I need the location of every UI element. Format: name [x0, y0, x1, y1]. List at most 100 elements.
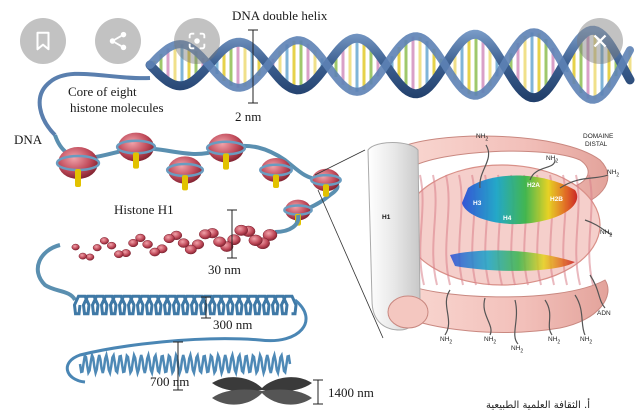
histone-h1-clip — [273, 174, 279, 188]
nucleosome — [58, 147, 98, 179]
label-nh2-7: NH2 — [511, 345, 524, 355]
helix-tail — [37, 71, 151, 137]
fiber-30nm-bead — [128, 239, 139, 248]
dna-stripe — [419, 174, 425, 286]
dna-stripe — [458, 174, 464, 286]
share-button[interactable] — [95, 18, 141, 64]
chromatid-lower — [212, 389, 312, 405]
label-thirty-nm: 30 nm — [208, 262, 241, 277]
nucleosome — [312, 168, 340, 192]
fiber-300nm-coil — [72, 294, 298, 316]
histone-h1-clip — [223, 153, 229, 170]
label-h3: H3 — [473, 200, 482, 207]
bookmark-icon — [36, 31, 50, 51]
seven-hundred-nm-fiber — [78, 341, 292, 391]
label-nh2-6: NH2 — [484, 336, 497, 346]
fiber-30nm-bead — [163, 234, 175, 244]
label-domaine: DOMAINE — [583, 133, 614, 140]
label-fourteen-hundred-nm: 1400 nm — [328, 385, 374, 400]
label-nh2-8: NH2 — [548, 336, 561, 346]
histone-tail — [559, 174, 609, 189]
label-nh2-3: NH2 — [607, 169, 620, 179]
histone-tail — [514, 299, 519, 345]
label-core-line1: Core of eight — [68, 84, 137, 99]
fiber-30nm-bead — [142, 240, 153, 249]
base-pair-rungs — [152, 30, 632, 100]
beads-on-string — [53, 132, 342, 226]
close-button[interactable] — [577, 18, 623, 64]
label-nh2-1: NH2 — [476, 133, 489, 143]
histone-h1-clip — [133, 152, 139, 169]
helix-strand-a — [145, 25, 635, 103]
histone-tail — [479, 144, 490, 189]
label-h2a: H2A — [527, 182, 541, 189]
histone-h1-group — [75, 152, 329, 226]
lens-button[interactable] — [174, 18, 220, 64]
histone-tail — [444, 289, 451, 336]
histone-h1-clip — [323, 184, 329, 197]
close-icon — [593, 34, 607, 48]
fiber-300nm-return — [66, 298, 308, 384]
fiber-30nm-tail — [274, 214, 301, 234]
label-histone-h1: Histone H1 — [114, 202, 174, 217]
bookmark-button[interactable] — [20, 18, 66, 64]
histone-color-band — [450, 250, 575, 271]
label-adn: ADN — [597, 310, 611, 317]
dna-stripe — [445, 174, 451, 286]
fiber-30nm-bead — [213, 236, 227, 247]
dna-stripe — [575, 174, 581, 286]
three-hundred-nm-bracket — [201, 296, 211, 319]
fiber-30nm-bead — [227, 234, 241, 246]
fiber-30nm-bead — [199, 229, 212, 240]
nucleosome-group — [55, 132, 342, 221]
zoom-lines — [314, 149, 384, 339]
dna-double-helix — [37, 25, 635, 137]
histone-tail — [589, 274, 606, 309]
fiber-30nm-bead — [248, 234, 263, 246]
nucleosome — [168, 156, 202, 184]
nucleosome — [208, 133, 244, 163]
linker-dna — [53, 134, 340, 217]
histone-tail — [529, 159, 556, 181]
dna-cylinder-end — [387, 295, 429, 329]
fiber-30nm-bead — [71, 243, 80, 251]
label-nh2-4: NH2 — [600, 229, 613, 239]
label-core-line2: histone molecules — [70, 100, 164, 115]
dna-stripe — [588, 174, 594, 286]
histone-tail — [584, 219, 613, 236]
fiber-30nm-bead — [114, 250, 124, 259]
dna-stripe — [432, 174, 438, 286]
fiber-30nm-bead — [92, 244, 102, 252]
fiber-30nm-bead — [99, 237, 109, 245]
two-nm-bracket — [248, 29, 258, 104]
label-nh2-9: NH2 — [580, 336, 593, 346]
histone-color-region — [462, 175, 578, 225]
three-hundred-nm-fiber — [35, 243, 308, 384]
label-seven-hundred-nm: 700 nm — [150, 374, 190, 389]
label-dna: DNA — [14, 132, 43, 147]
watermark: أ. الثقافة العلمية الطبيعية — [486, 400, 590, 411]
label-h1: H1 — [382, 214, 391, 221]
chromosome — [212, 377, 323, 405]
nucleosome — [118, 132, 154, 162]
fiber-30nm-bead — [177, 238, 190, 248]
histone-h1-clip — [182, 175, 188, 191]
fiber-30nm-bead — [262, 229, 278, 241]
nucleosome — [261, 158, 291, 182]
seven-hundred-nm-bracket — [173, 341, 183, 391]
label-distal: DISTAL — [585, 141, 608, 148]
fourteen-hundred-nm-bracket — [313, 379, 323, 405]
fiber-30nm-bead — [149, 247, 161, 257]
label-dna-double-helix: DNA double helix — [232, 8, 328, 23]
fiber-30nm-bead — [184, 244, 197, 255]
chromatid-upper — [212, 377, 312, 392]
label-nh2-2: NH2 — [546, 155, 559, 165]
fiber-30nm-bead — [234, 224, 248, 236]
label-h2b: H2B — [550, 196, 564, 203]
thirty-nm-fiber — [71, 209, 301, 261]
fiber-300nm-connector — [35, 243, 77, 302]
label-h4: H4 — [503, 215, 512, 222]
label-two-nm: 2 nm — [235, 109, 262, 124]
